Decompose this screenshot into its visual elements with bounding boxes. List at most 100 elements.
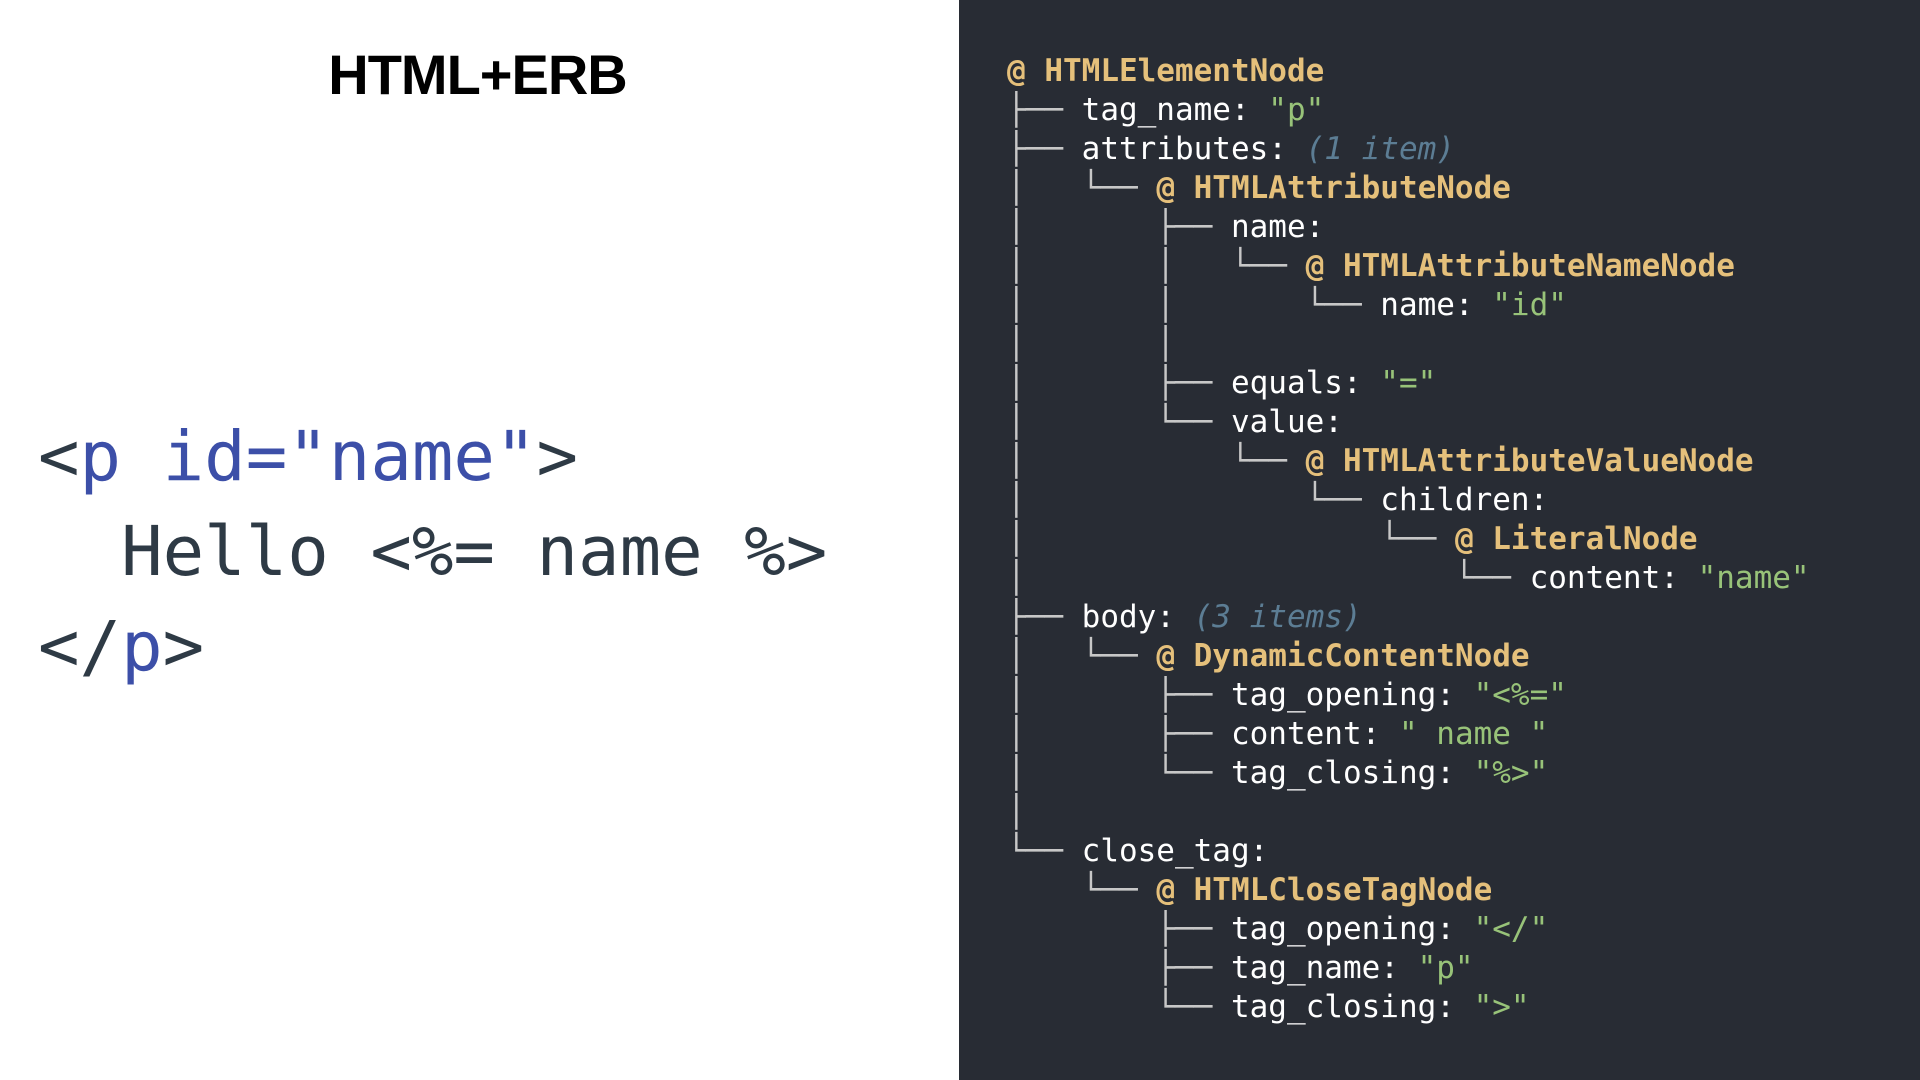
code-close-bracket: >: [536, 417, 579, 497]
tree-branch: │ └──: [1007, 755, 1231, 791]
tree-branch: │ └──: [1007, 170, 1157, 206]
tree-branch: │ │: [1007, 326, 1175, 362]
tree-line-close-tag-opening: ├── tag_opening: "</": [1007, 910, 1810, 949]
ast-panel: @ HTMLElementNode ├── tag_name: "p" ├── …: [959, 0, 1920, 1080]
tree-line-children: │ └── children:: [1007, 481, 1810, 520]
node-at-symbol: @: [1305, 248, 1343, 284]
property-key: tag_closing:: [1230, 755, 1474, 791]
code-close-tag-name: p: [121, 607, 163, 687]
tree-branch: │ ├──: [1007, 365, 1231, 401]
tree-branch: │ ├──: [1007, 677, 1231, 713]
code-open-bracket: <: [38, 417, 80, 497]
tree-line-root: @ HTMLElementNode: [1007, 52, 1810, 91]
tree-line-attr-value-node: │ └── @ HTMLAttributeValueNode: [1007, 442, 1810, 481]
property-key: name:: [1380, 287, 1493, 323]
tree-line-dynamic-node: │ └── @ DynamicContentNode: [1007, 637, 1810, 676]
tree-line-dyn-content: │ ├── content: " name ": [1007, 715, 1810, 754]
tree-branch: ├──: [1007, 131, 1082, 167]
tree-branch: │ └──: [1007, 638, 1157, 674]
property-key: children:: [1380, 482, 1549, 518]
tree-branch: │ ├──: [1007, 716, 1231, 752]
tree-branch: │ └──: [1007, 560, 1530, 596]
property-key: content:: [1529, 560, 1698, 596]
item-count: (1 item): [1305, 131, 1455, 167]
node-type: HTMLAttributeNode: [1193, 170, 1511, 206]
code-close-end-bracket: >: [162, 607, 205, 687]
tree-branch: ├──: [1007, 950, 1231, 986]
tree-line-attr-equals: │ ├── equals: "=": [1007, 364, 1810, 403]
tree-line-blank: │ │: [1007, 325, 1810, 364]
tree-branch: │ │ └──: [1007, 248, 1306, 284]
node-type: HTMLCloseTagNode: [1193, 872, 1493, 908]
property-value: "p": [1268, 92, 1325, 128]
code-tag-name: p: [79, 417, 122, 497]
code-line-open-tag: <p id="name">: [38, 410, 827, 505]
node-at-symbol: @: [1305, 443, 1343, 479]
tree-line-tag-name: ├── tag_name: "p": [1007, 91, 1810, 130]
property-key: content:: [1230, 716, 1399, 752]
tree-line-attributes: ├── attributes: (1 item): [1007, 130, 1810, 169]
tree-branch: │ └──: [1007, 443, 1306, 479]
tree-branch: │ └──: [1007, 482, 1381, 518]
tree-line-literal-node: │ └── @ LiteralNode: [1007, 520, 1810, 559]
property-value: "p": [1417, 950, 1474, 986]
tree-branch: └──: [1007, 833, 1082, 869]
code-erb-content: Hello <%= name %>: [38, 512, 828, 592]
property-value: ">": [1473, 989, 1530, 1025]
tree-branch: └──: [1007, 989, 1231, 1025]
tree-line-body: ├── body: (3 items): [1007, 598, 1810, 637]
property-key: value:: [1230, 404, 1343, 440]
ast-tree: @ HTMLElementNode ├── tag_name: "p" ├── …: [1007, 52, 1810, 1027]
property-key: tag_name:: [1230, 950, 1418, 986]
property-key: equals:: [1230, 365, 1381, 401]
tree-branch: └──: [1007, 872, 1157, 908]
code-attribute: id="name": [162, 417, 537, 497]
node-type: DynamicContentNode: [1193, 638, 1530, 674]
tree-line-dyn-tag-closing: │ └── tag_closing: "%>": [1007, 754, 1810, 793]
property-value: "id": [1492, 287, 1567, 323]
tree-branch: ├──: [1007, 599, 1082, 635]
node-at-symbol: @: [1156, 872, 1194, 908]
property-key: close_tag:: [1081, 833, 1269, 869]
tree-line-close-node: └── @ HTMLCloseTagNode: [1007, 871, 1810, 910]
tree-branch: │ └──: [1007, 404, 1231, 440]
property-value: "</": [1473, 911, 1549, 947]
property-key: name:: [1230, 209, 1325, 245]
tree-branch: │ ├──: [1007, 209, 1231, 245]
tree-line-attribute-node: │ └── @ HTMLAttributeNode: [1007, 169, 1810, 208]
node-at-symbol: @: [1007, 53, 1045, 89]
tree-line-close-tag-closing: └── tag_closing: ">": [1007, 988, 1810, 1027]
tree-branch: │ │ └──: [1007, 287, 1381, 323]
tree-branch: ├──: [1007, 92, 1082, 128]
property-key: tag_name:: [1081, 92, 1269, 128]
tree-line-attr-name: │ ├── name:: [1007, 208, 1810, 247]
tree-line-literal-content: │ └── content: "name": [1007, 559, 1810, 598]
tree-line-attr-name-node: │ │ └── @ HTMLAttributeNameNode: [1007, 247, 1810, 286]
tree-branch: ├──: [1007, 911, 1231, 947]
tree-line-blank: │: [1007, 793, 1810, 832]
node-type: LiteralNode: [1492, 521, 1698, 557]
tree-line-close-tag: └── close_tag:: [1007, 832, 1810, 871]
code-line-content: Hello <%= name %>: [38, 505, 827, 600]
panel-title: HTML+ERB: [328, 43, 627, 106]
property-value: " name ": [1398, 716, 1549, 752]
property-value: "%>": [1473, 755, 1549, 791]
erb-code-block: <p id="name"> Hello <%= name %> </p>: [38, 410, 827, 695]
code-line-close-tag: </p>: [38, 600, 827, 695]
node-type: HTMLAttributeValueNode: [1342, 443, 1754, 479]
property-key: tag_opening:: [1230, 911, 1474, 947]
property-value: "=": [1380, 365, 1437, 401]
tree-branch: │ └──: [1007, 521, 1455, 557]
source-panel: HTML+ERB <p id="name"> Hello <%= name %>…: [0, 0, 959, 1080]
property-value: "<%=": [1473, 677, 1567, 713]
node-type: HTMLAttributeNameNode: [1342, 248, 1735, 284]
code-space: [121, 417, 163, 497]
tree-line-dyn-tag-opening: │ ├── tag_opening: "<%=": [1007, 676, 1810, 715]
node-at-symbol: @: [1156, 170, 1194, 206]
item-count: (3 items): [1193, 599, 1362, 635]
tree-line-attr-name-value: │ │ └── name: "id": [1007, 286, 1810, 325]
property-key: attributes:: [1081, 131, 1306, 167]
node-at-symbol: @: [1156, 638, 1194, 674]
node-at-symbol: @: [1454, 521, 1493, 557]
code-close-open-bracket: </: [38, 607, 122, 687]
